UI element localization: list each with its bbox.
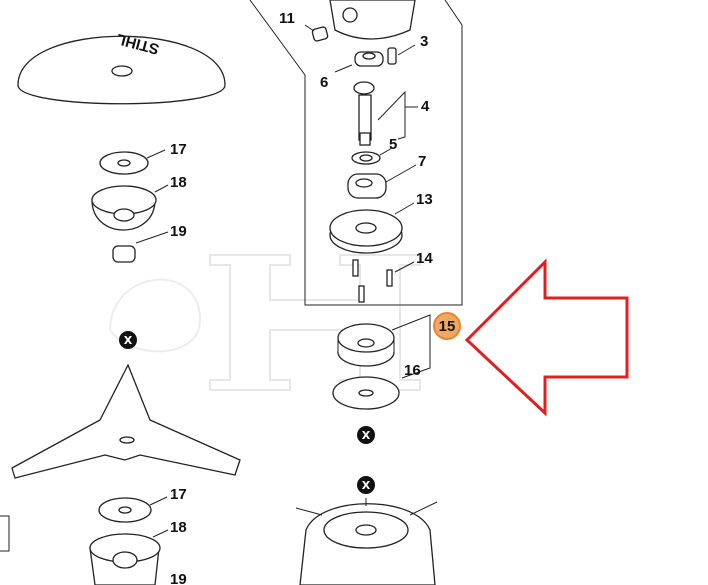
callout-19-bottom: 19 [170, 571, 187, 585]
part-18-guard-bottom [89, 529, 169, 585]
callout-19-top: 19 [170, 223, 187, 240]
part-18-guard-top [91, 184, 169, 231]
x-marker-disc: X [357, 426, 375, 444]
callout-18-bottom: 18 [170, 519, 187, 536]
part-16-disc [332, 376, 400, 410]
part-14-screws [352, 259, 415, 303]
x-marker-mowing-head: X [357, 476, 375, 494]
callout-17-bottom: 17 [170, 486, 187, 503]
part-17-thrust-washer-top [99, 149, 166, 175]
part-6-bearing [334, 51, 384, 73]
svg-text:X: X [362, 429, 371, 442]
callout-6: 6 [320, 74, 328, 91]
callout-14: 14 [416, 250, 433, 267]
part-4-gear-shaft [353, 81, 418, 146]
callout-3: 3 [420, 33, 428, 50]
svg-text:X: X [124, 334, 133, 347]
callout-17-top: 17 [170, 141, 187, 158]
part-11-screw [304, 24, 329, 42]
part-7-bearing [347, 164, 417, 199]
callout-13: 13 [416, 191, 433, 208]
part-13-flange [329, 202, 415, 254]
callout-18-top: 18 [170, 174, 187, 191]
three-tooth-blade [11, 363, 241, 479]
watermark [109, 254, 421, 391]
callout-16: 16 [404, 362, 421, 379]
part-5-washer [351, 147, 393, 165]
callout-11: 11 [279, 10, 295, 27]
part-15-thrust-plate [337, 314, 431, 379]
gearbox-outline [249, 0, 463, 306]
x-marker-blade: X [119, 331, 137, 349]
callout-5: 5 [389, 136, 397, 153]
callout-7: 7 [418, 153, 426, 170]
circular-blade: STIHL [17, 30, 226, 105]
svg-text:X: X [362, 479, 371, 492]
gearbox-head [329, 0, 416, 40]
callout-15[interactable]: 15 [439, 318, 456, 335]
callout-15-highlight [433, 312, 461, 340]
part-3-key [387, 44, 416, 65]
mowing-head [295, 498, 438, 585]
part-19-nut-top [112, 231, 169, 263]
callout-4: 4 [421, 98, 430, 115]
part-17-thrust-washer-bottom [98, 496, 168, 523]
edge-box [0, 515, 10, 552]
red-arrow-annotation [464, 258, 629, 417]
